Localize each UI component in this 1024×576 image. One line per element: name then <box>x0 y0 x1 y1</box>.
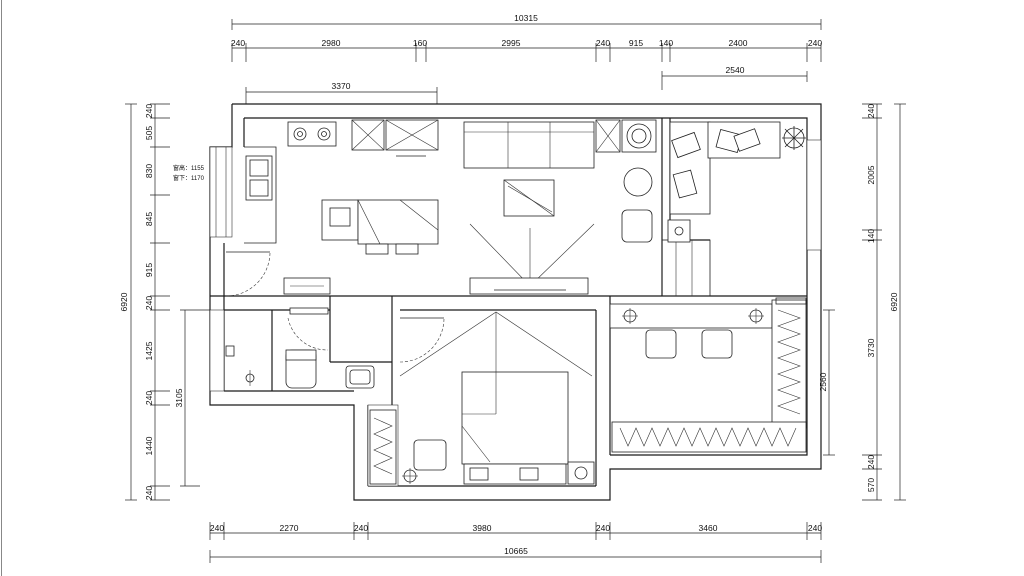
top-dimension-group: 10315 240 2980 160 2995 240 915 140 2400… <box>231 13 822 104</box>
dim-bottom-1: 240 <box>210 523 224 533</box>
dim-bottom-4: 3980 <box>473 523 492 533</box>
dim-left-5: 915 <box>144 263 154 277</box>
island-sink-icon <box>321 199 359 241</box>
dim-right-3: 140 <box>866 229 876 243</box>
dim-top-total: 10315 <box>514 13 538 23</box>
side-table-icon <box>667 219 691 243</box>
bedroom-chair-icon <box>413 439 447 471</box>
island-counter <box>357 199 439 245</box>
dim-top-6: 915 <box>629 38 643 48</box>
dim-top-3: 160 <box>413 38 427 48</box>
right-dimension-group: 6920 240 2005 140 3730 240 570 2560 <box>818 104 906 501</box>
dim-bottom-3: 240 <box>354 523 368 533</box>
nightstand-icon <box>567 461 595 485</box>
dim-top-2: 2980 <box>322 38 341 48</box>
bed-icon <box>461 371 569 465</box>
sofa-icon <box>463 121 595 169</box>
dim-left-1: 240 <box>144 104 154 118</box>
dim-bottom-7: 240 <box>808 523 822 533</box>
dim-top-right: 2540 <box>726 65 745 75</box>
wardrobe-right <box>771 299 807 429</box>
stove-icon <box>287 121 337 147</box>
dim-left-inner: 3105 <box>174 388 184 407</box>
left-dimension-group: 6920 240 505 830 845 915 240 1425 240 14… <box>119 104 210 501</box>
kitchen <box>225 119 439 297</box>
dim-left-8: 240 <box>144 391 154 405</box>
dim-bottom-5: 240 <box>596 523 610 533</box>
dim-top-4: 2995 <box>502 38 521 48</box>
dim-right-4: 3730 <box>866 338 876 357</box>
dim-left-9: 1440 <box>144 436 154 455</box>
dim-top-1: 240 <box>231 38 245 48</box>
dim-right-2: 2005 <box>866 165 876 184</box>
dim-right-6: 570 <box>866 478 876 492</box>
dim-left-10: 240 <box>144 486 154 500</box>
dim-right-inner: 2560 <box>818 372 828 391</box>
basin-icon <box>345 365 375 389</box>
study <box>609 297 807 453</box>
dim-top-9: 240 <box>808 38 822 48</box>
bottom-dimension-group: 240 2270 240 3980 240 3460 240 10665 <box>209 522 822 563</box>
dim-left-3: 830 <box>144 164 154 178</box>
bedroom-wardrobe <box>369 409 397 485</box>
dim-right-5: 240 <box>866 455 876 469</box>
living-room <box>463 119 657 295</box>
plant-icon <box>782 126 806 150</box>
study-chair-icon <box>645 329 677 359</box>
wardrobe-bottom <box>611 421 807 453</box>
note-window-sill: 窗下：1170 <box>173 174 205 182</box>
dim-left-4: 845 <box>144 212 154 226</box>
stairs <box>661 239 711 297</box>
dim-bottom-total: 10665 <box>504 546 528 556</box>
dim-left-2: 505 <box>144 126 154 140</box>
bathrooms <box>225 307 375 389</box>
dim-top-7: 140 <box>659 38 673 48</box>
dim-bottom-6: 3460 <box>699 523 718 533</box>
study-chair-icon <box>701 329 733 359</box>
page-edge-line <box>1 0 2 576</box>
bedroom <box>369 311 595 485</box>
tv-cabinet <box>469 277 589 295</box>
dim-top-8: 2400 <box>729 38 748 48</box>
note-window-height: 窗高：1155 <box>173 164 205 172</box>
dim-top-5: 240 <box>596 38 610 48</box>
armchair-icon <box>621 209 653 243</box>
dim-left-7: 1425 <box>144 341 154 360</box>
round-table-icon <box>623 167 653 197</box>
dim-left-6: 240 <box>144 296 154 310</box>
balcony-lounge <box>667 121 806 243</box>
washer-icon <box>621 119 657 153</box>
dim-bottom-2: 2270 <box>280 523 299 533</box>
dim-right-total: 6920 <box>889 292 899 311</box>
dim-right-1: 240 <box>866 104 876 118</box>
dim-top-mid: 3370 <box>332 81 351 91</box>
dim-left-total: 6920 <box>119 292 129 311</box>
